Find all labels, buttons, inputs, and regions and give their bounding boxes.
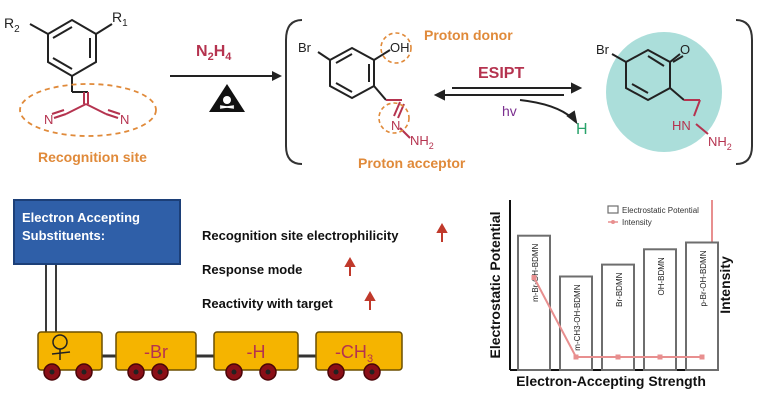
- h-proton-label: H: [576, 121, 588, 138]
- br-label-right: Br: [596, 42, 610, 57]
- proton-donor-circle: [380, 32, 412, 64]
- legend: Electrostatic Potential Intensity: [607, 205, 699, 227]
- benzene-ring-middle: [317, 46, 391, 101]
- reaction-arrow: [170, 71, 282, 81]
- sign-title-line2: Substituents:: [22, 228, 105, 243]
- bar-0: [517, 234, 551, 372]
- nitrile-n-right: N: [120, 112, 129, 127]
- property-reactivity: Reactivity with target: [202, 296, 333, 311]
- bar-label-2: Br-BDMN: [615, 272, 624, 306]
- up-arrow-icon: [344, 256, 356, 276]
- intensity-line-group: [531, 275, 705, 360]
- toxic-hazard-icon: [209, 84, 245, 112]
- bar-4: [685, 241, 719, 371]
- r2-label: R2: [4, 15, 20, 35]
- up-arrow-icon: [364, 290, 376, 310]
- intensity-point-3: [657, 354, 663, 360]
- property-response-mode: Response mode: [202, 262, 302, 277]
- sign-title-line1: Electron Accepting: [22, 210, 140, 225]
- intensity-point-4: [699, 354, 705, 360]
- reaction-scheme: R2 R1 N N Recognition site N2H4 Br: [4, 9, 753, 171]
- legend-label-bars: Electrostatic Potential: [622, 206, 699, 215]
- train-engine: [37, 331, 103, 371]
- y2-axis-label: Intensity: [717, 256, 733, 314]
- oh-label: OH: [390, 40, 410, 55]
- nh2-label-middle: NH2: [410, 133, 434, 151]
- car-label-ch3: -CH3: [335, 342, 373, 365]
- hydrazone-bond: [386, 99, 411, 139]
- intensity-point-1: [573, 354, 579, 360]
- nitrile-n-left: N: [44, 112, 53, 127]
- quinone-ring: [611, 48, 685, 102]
- hn-label: HN: [672, 118, 691, 133]
- property-electrophilicity: Recognition site electrophilicity: [202, 228, 399, 243]
- y-axis-label: Electrostatic Potential: [487, 211, 503, 358]
- ketone-o-label: O: [680, 42, 690, 57]
- dicyano-group: [51, 92, 121, 119]
- up-arrow-icon: [436, 222, 448, 242]
- recognition-site-ellipse: [19, 83, 157, 137]
- substituent-sign: [13, 199, 181, 265]
- legend-swatch-bars: [607, 205, 619, 214]
- car-label-h: -H: [247, 342, 266, 362]
- equilibrium-arrows: [433, 82, 583, 125]
- bar-2: [601, 263, 635, 371]
- train-car-h: -H: [213, 331, 299, 371]
- proton-donor-label: Proton donor: [424, 27, 513, 43]
- bar-group: m-Br-OH-BDMN m-CH3-OH-BDMN Br-BDMN OH-BDMN p…: [517, 234, 719, 372]
- bar-label-3: OH-BDMN: [657, 257, 666, 295]
- bracket-right: [735, 19, 753, 165]
- br-label-middle: Br: [298, 40, 312, 55]
- r1-label: R1: [112, 9, 128, 29]
- reagent-label: N2H4: [196, 43, 232, 63]
- substituent-train: Electron Accepting Substituents: Recogni…: [13, 199, 448, 381]
- bar-label-1: m-CH3-OH-BDMN: [573, 284, 582, 350]
- hydrazone-n-label: N: [391, 118, 400, 133]
- intensity-point-2: [615, 354, 621, 360]
- car-label-br: -Br: [144, 342, 168, 362]
- bar-label-0: m-Br-OH-BDMN: [531, 243, 540, 301]
- bar-1: [559, 275, 593, 371]
- benzene-ring-left: [29, 18, 113, 93]
- train-car-ch3: -CH3: [315, 331, 403, 371]
- hydrazine-arm: [684, 99, 709, 135]
- proton-acceptor-label: Proton acceptor: [358, 155, 466, 171]
- intensity-point-0: [531, 275, 537, 280]
- recognition-site-label: Recognition site: [38, 149, 147, 165]
- bar-3: [643, 248, 677, 371]
- bracket-left: [285, 19, 303, 165]
- proton-acceptor-circle: [378, 102, 410, 134]
- bar-label-4: p-Br-OH-BDMN: [699, 250, 708, 306]
- legend-label-line: Intensity: [622, 218, 652, 227]
- electrostatic-chart: m-Br-OH-BDMN m-CH3-OH-BDMN Br-BDMN OH-BDMN p…: [487, 200, 733, 389]
- x-axis-label: Electron-Accepting Strength: [516, 373, 706, 389]
- esipt-label: ESIPT: [478, 65, 524, 82]
- nh2-label-right: NH2: [708, 134, 732, 152]
- hv-label: hv: [502, 103, 517, 119]
